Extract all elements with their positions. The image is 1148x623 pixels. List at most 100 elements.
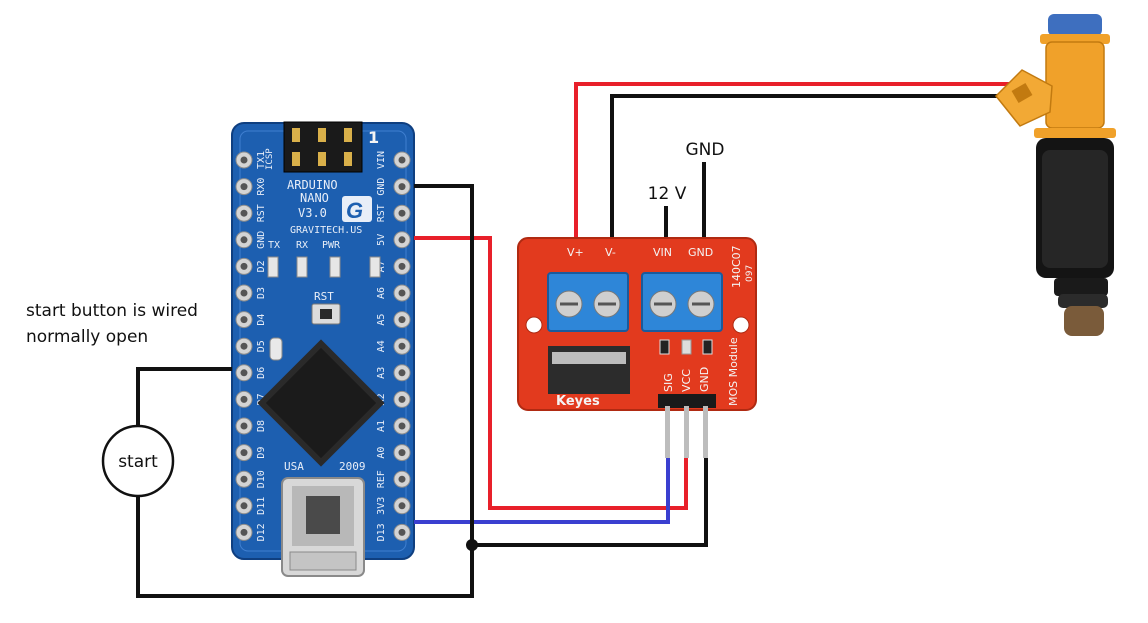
left-pin-label: D2 [256, 260, 267, 272]
right-pin-hole-7 [398, 342, 406, 350]
pad-vin-label: VIN [653, 246, 672, 259]
wire-black-start-d6 [136, 367, 232, 426]
screw-terminal-load [547, 272, 629, 332]
right-pin-hole-11 [398, 449, 406, 457]
left-pin-label: D4 [256, 314, 267, 326]
module-part: 140C07 [730, 245, 743, 288]
gnd-junction-dot [466, 539, 478, 551]
right-pin-label: 3V3 [376, 497, 387, 515]
right-pin-label: A3 [376, 367, 387, 379]
left-pin-hole-9 [240, 395, 248, 403]
module-pin-sig [665, 406, 670, 458]
left-pin-hole-7 [240, 342, 248, 350]
left-pin-label: D12 [256, 523, 267, 541]
right-pin-label: 5V [376, 234, 387, 246]
note-line-2: normally open [26, 327, 148, 347]
led-pwr [329, 256, 341, 278]
right-pin-hole-1 [398, 183, 406, 191]
resistor-2 [702, 339, 713, 355]
wire-black-module-gnd [472, 456, 708, 547]
board-title-nano: NANO [300, 191, 329, 205]
module-code: 097 [745, 265, 755, 282]
mini-usb-connector [281, 477, 365, 577]
left-pin-label: D5 [256, 340, 267, 352]
icsp-label: ICSP [265, 148, 275, 170]
right-pin-hole-2 [398, 209, 406, 217]
led-rx-label: RX [296, 240, 308, 251]
left-pin-hole-8 [240, 369, 248, 377]
left-pin-hole-3 [240, 236, 248, 244]
board-year: 2009 [339, 460, 366, 473]
module-pin-gnd [703, 406, 708, 458]
wire-blue-d13-sig [414, 456, 670, 524]
right-pin-hole-5 [398, 289, 406, 297]
led-pwr-label: PWR [322, 240, 341, 251]
right-pin-hole-4 [398, 262, 406, 270]
right-pin-label: D13 [376, 523, 387, 541]
arduino-nano-board: TX1RX0RSTGNDD2D3D4D5D6D7D8D9D10D11D12 VI… [231, 121, 415, 577]
pad-gnd-label: GND [688, 246, 713, 259]
reset-label: RST [314, 290, 334, 303]
microcontroller-chip [257, 339, 385, 467]
right-pin-label: GND [376, 178, 387, 196]
left-pin-label: D3 [256, 287, 267, 299]
board-title-arduino: ARDUINO [287, 178, 338, 192]
left-pin-label: TX1 [256, 151, 267, 169]
right-pin-hole-3 [398, 236, 406, 244]
left-pin-label: D6 [256, 367, 267, 379]
left-pin-label: GND [256, 231, 267, 249]
right-pin-label: A7 [376, 260, 387, 272]
right-pin-hole-14 [398, 528, 406, 536]
module-pin-header [658, 394, 716, 408]
wire-red-injector [574, 82, 1018, 238]
module-pin-vcc [684, 406, 689, 458]
right-pin-label: A1 [376, 420, 387, 432]
board-maker: GRAVITECH.US [290, 225, 362, 236]
led-indicator [681, 339, 692, 355]
wire-red-5v-vcc [414, 236, 688, 510]
right-pin-label: A4 [376, 340, 387, 352]
module-gnd2-label: GND [698, 367, 711, 392]
wire-black-injector [610, 94, 1010, 238]
gravitech-logo [342, 196, 372, 222]
right-pin-label: A5 [376, 314, 387, 326]
module-vcc-label: VCC [680, 369, 693, 392]
right-pin-hole-0 [398, 156, 406, 164]
icsp-header [283, 121, 363, 173]
right-pin-hole-10 [398, 422, 406, 430]
note-line-1: start button is wired [26, 301, 198, 321]
left-pin-hole-14 [240, 528, 248, 536]
right-pin-label: A2 [376, 393, 387, 405]
led-tx-label: TX [268, 240, 280, 251]
left-pin-label: D10 [256, 470, 267, 488]
start-button-label: start [118, 452, 158, 472]
right-pin-label: RST [376, 204, 387, 222]
board-version: V3.0 [298, 206, 327, 220]
left-pin-hole-11 [240, 449, 248, 457]
right-pin-header [393, 151, 411, 541]
left-pin-hole-10 [240, 422, 248, 430]
right-pin-hole-8 [398, 369, 406, 377]
mosfet-transistor [548, 346, 630, 394]
resistor-1 [659, 339, 670, 355]
left-pin-labels: TX1RX0RSTGNDD2D3D4D5D6D7D8D9D10D11D12 [256, 151, 267, 541]
module-brand: Keyes [556, 394, 600, 409]
left-pin-hole-6 [240, 316, 248, 324]
screw-terminal-supply [641, 272, 723, 332]
start-button [101, 424, 175, 498]
right-pin-hole-13 [398, 502, 406, 510]
wire-black-gnd-bus [136, 184, 474, 598]
right-pin-label: A6 [376, 287, 387, 299]
gravitech-logo-letter: G [346, 198, 363, 223]
supply-12v-label: 12 V [648, 184, 687, 204]
wires [136, 82, 1018, 598]
left-pin-hole-13 [240, 502, 248, 510]
led-rx [296, 256, 308, 278]
crystal [269, 337, 283, 361]
mosfet-module: V+ V- VIN GND Keyes SIG VCC GN [517, 237, 757, 458]
right-pin-hole-6 [398, 316, 406, 324]
led-l [369, 256, 381, 278]
right-pin-label: A0 [376, 447, 387, 459]
left-pin-header [235, 151, 253, 541]
